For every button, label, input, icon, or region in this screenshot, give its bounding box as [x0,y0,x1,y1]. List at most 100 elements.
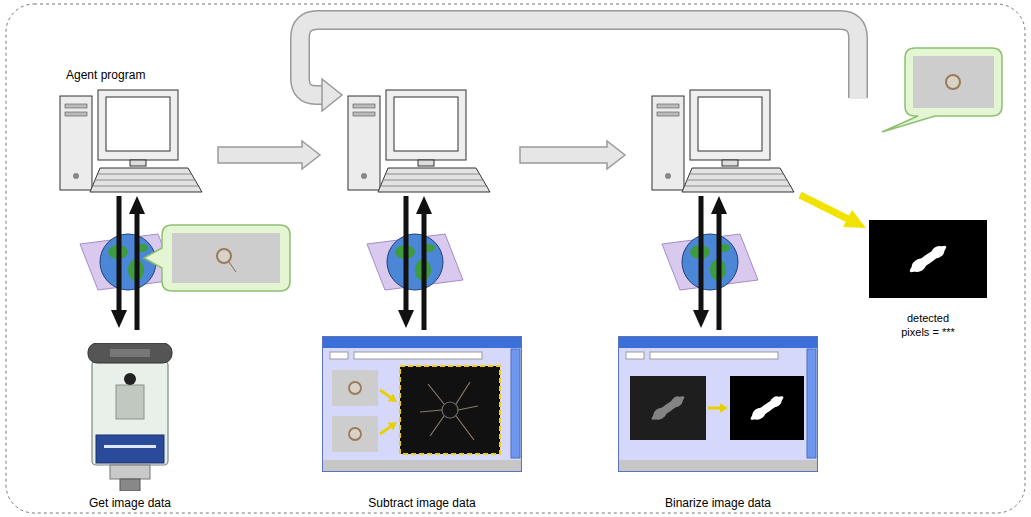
camera-part [110,349,150,357]
subtract-window-shape [322,336,522,472]
binarize-part [750,405,768,422]
subtract-part [349,382,361,394]
network-globe [699,196,704,312]
computer [386,90,466,160]
binarize-part [630,376,706,440]
computer [90,168,202,192]
callout-bubble [913,56,994,108]
result-arrow [800,195,866,228]
computer [698,97,762,151]
camera-part [120,479,140,491]
network-globe [367,196,463,330]
result-part [909,256,929,275]
image-bubble [172,233,280,283]
computer [657,112,679,116]
subtract-part [420,382,478,440]
camera-part [88,343,172,363]
return-arrow [300,20,858,98]
result-image-shape [869,220,987,298]
computer [65,112,87,116]
camera-node: Get image data [80,343,180,511]
caption-holder: Binarize image data [618,336,818,511]
subtract-part [323,337,521,348]
binarize-part [619,460,817,471]
subtract-part [323,337,522,472]
block-arrow [520,141,625,169]
network-globe [711,196,727,214]
network-globe [416,196,432,214]
binarize-part [807,349,816,458]
network-globe [717,214,722,330]
camera-part [116,385,144,419]
image-bubble [144,225,290,291]
subtract-part [388,393,397,402]
caption-text: detected pixels = *** [892,312,964,340]
computer [652,90,794,192]
camera-part [124,373,136,385]
binarize-part [626,352,644,359]
computer [380,174,486,186]
image-bubble [217,249,231,263]
network-globe [682,234,738,290]
computer [353,112,375,116]
network-globe [367,234,463,290]
image-bubble [144,225,290,291]
binarize-window-shape [618,336,818,472]
caption-text: Get image data [89,496,171,511]
caption-holder: Get image data [80,343,180,511]
subtract-part [380,427,390,434]
network-globe [100,234,156,290]
computer [682,168,794,192]
subtract-part [511,349,520,458]
computer [722,160,738,166]
computer [92,174,198,186]
subtract-part [388,422,397,431]
caption-holder: Subtract image data [322,336,522,511]
binarize-part [649,392,688,424]
network-globe [693,310,709,328]
network-globe [398,310,414,328]
caption-text: Subtract image data [368,496,475,511]
result-part [869,220,987,298]
camera-part [92,361,168,465]
camera-part [104,445,156,448]
computer [353,104,375,108]
result-part [907,243,948,276]
binarize-part [748,392,787,424]
dashed-frame [6,4,1025,513]
computer [361,173,367,179]
network-globe [111,310,127,328]
camera-part [96,435,164,463]
computer [348,96,380,190]
return-arrow [300,20,858,111]
return-arrow [300,20,858,99]
camera-node-shape [80,343,180,491]
subtract-part [332,370,378,406]
binarize-part [708,407,720,410]
image-bubble [229,262,236,272]
computer [73,173,79,179]
network-globe [662,234,758,290]
computer [60,90,202,192]
network-globe [662,196,758,330]
binarize-part [768,394,784,409]
subtract-part [330,352,348,359]
computer [665,173,671,179]
caption-text: Binarize image data [665,496,771,511]
block-arrow [520,141,625,169]
computer [60,96,92,190]
computer [684,174,790,186]
callout-bubble [946,75,960,89]
program-label: Agent program [66,68,145,83]
network-globe [135,214,140,330]
subtract-part [354,352,482,359]
result-image: detected pixels = *** [869,220,987,340]
computer [106,97,170,151]
subtract-window: Subtract image data [322,336,522,511]
subtract-part [332,416,378,452]
subtract-part [323,460,521,471]
computer [130,160,146,166]
binarize-part [650,352,778,359]
binarize-part [619,337,817,348]
computer [652,96,684,190]
